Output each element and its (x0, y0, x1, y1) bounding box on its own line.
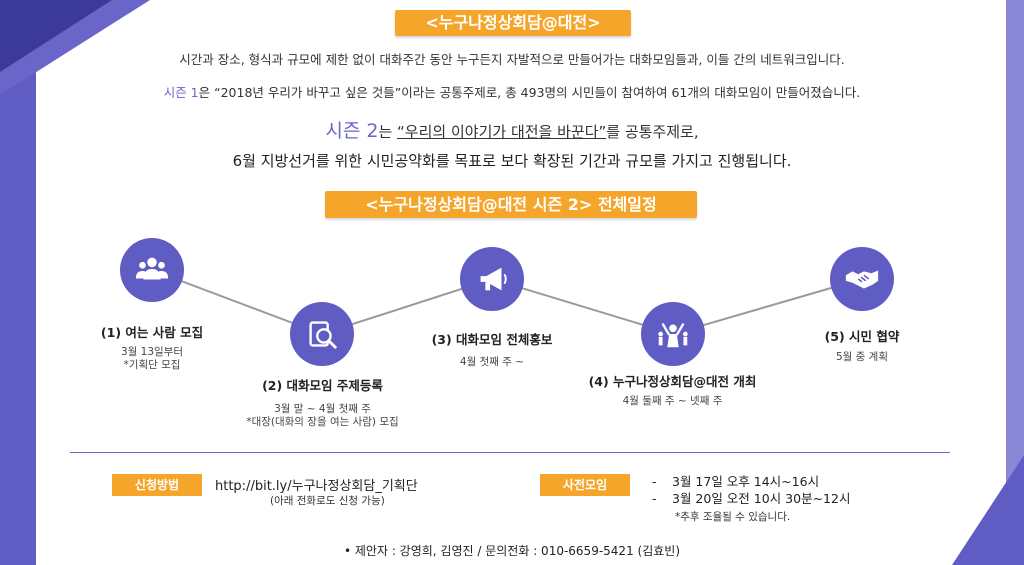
step-5-date: 5월 중 계획 (836, 351, 888, 363)
step-1-date: 3월 13일부터 (120, 346, 184, 358)
apply-method-label: 신청방법 (112, 474, 202, 496)
step-1-title: (1) 여는 사람 모집 (100, 325, 204, 340)
pre-meeting-note: *추후 조율될 수 있습니다. (675, 511, 791, 523)
season1-label: 시즌 1 (163, 85, 199, 100)
pre-meeting-item-1-text: 3월 17일 오후 14시~16시 (672, 474, 820, 489)
pre-meeting-item-2-text: 3월 20일 오전 10시 30분~12시 (672, 491, 851, 506)
season2-line: 시즌 2는 “우리의 이야기가 대전을 바꾼다”를 공통주제로, (0, 116, 1024, 143)
step-3-desc: 4월 첫째 주 ~ (420, 356, 564, 369)
pre-meeting-item: -3월 17일 오후 14시~16시 (652, 474, 820, 489)
step-3-title: (3) 대화모임 전체홍보 (431, 332, 553, 347)
step-4-desc: 4월 둘째 주 ~ 넷째 주 (595, 395, 750, 408)
season1-text: 은 “2018년 우리가 바꾸고 싶은 것들”이라는 공통주제로, 총 493명… (198, 85, 861, 100)
season2-topic: “우리의 이야기가 대전을 바꾼다” (397, 123, 607, 141)
step-1-desc: 3월 13일부터 *기획단 모집 (92, 346, 212, 372)
magnifier-document-icon (290, 302, 354, 366)
season2-line-2: 6월 지방선거를 위한 시민공약화를 목표로 보다 확장된 기간과 규모를 가지… (232, 152, 792, 170)
intro-line: 시간과 장소, 형식과 규모에 제한 없이 대화주간 동안 누구든지 자발적으로… (179, 52, 845, 67)
step-1-note: *기획단 모집 (123, 359, 181, 371)
footer-contact: • 제안자 : 강영희, 김영진 / 문의전화 : 010-6659-5421 … (344, 544, 680, 558)
section-divider (70, 452, 950, 453)
season2-label: 시즌 2 (325, 120, 379, 142)
main-title-banner: <누구나정상회담@대전> (395, 10, 631, 36)
step-2-title: (2) 대화모임 주제등록 (262, 378, 383, 393)
crowd-cheering-icon (641, 302, 705, 366)
step-2-date: 3월 말 ~ 4월 첫째 주 (274, 403, 371, 415)
corner-decoration-top-left-dark (0, 0, 112, 72)
step-5-desc: 5월 중 계획 (800, 351, 924, 364)
schedule-title-banner: <누구나정상회담@대전 시즌 2> 전체일정 (325, 191, 697, 218)
step-5-title: (5) 시민 협약 (824, 329, 900, 344)
step-4-date: 4월 둘째 주 ~ 넷째 주 (622, 395, 723, 407)
right-border (1006, 0, 1024, 565)
step-2-desc: 3월 말 ~ 4월 첫째 주 *대장(대화의 장을 여는 사람) 모집 (220, 403, 425, 429)
season1-line: 시즌 1은 “2018년 우리가 바꾸고 싶은 것들”이라는 공통주제로, 총 … (0, 82, 1024, 101)
step-3-date: 4월 첫째 주 ~ (459, 356, 525, 368)
pre-meeting-item: -3월 20일 오전 10시 30분~12시 (652, 491, 851, 506)
step-4-title: (4) 누구나정상회담@대전 개최 (588, 374, 757, 389)
season2-mid: 는 (378, 123, 398, 141)
season2-tail: 를 공통주제로, (606, 123, 699, 141)
megaphone-icon (460, 247, 524, 311)
corner-decoration-bottom-right (952, 455, 1024, 565)
handshake-icon (830, 247, 894, 311)
apply-note: (아래 전화로도 신청 가능) (270, 495, 385, 507)
pre-meeting-label: 사전모임 (540, 474, 630, 496)
step-2-note: *대장(대화의 장을 여는 사람) 모집 (246, 416, 399, 428)
pre-meeting-list: -3월 17일 오후 14시~16시 -3월 20일 오전 10시 30분~12… (652, 473, 850, 507)
apply-link[interactable]: http://bit.ly/누구나정상회담_기획단 (215, 479, 418, 494)
people-group-icon (120, 238, 184, 302)
